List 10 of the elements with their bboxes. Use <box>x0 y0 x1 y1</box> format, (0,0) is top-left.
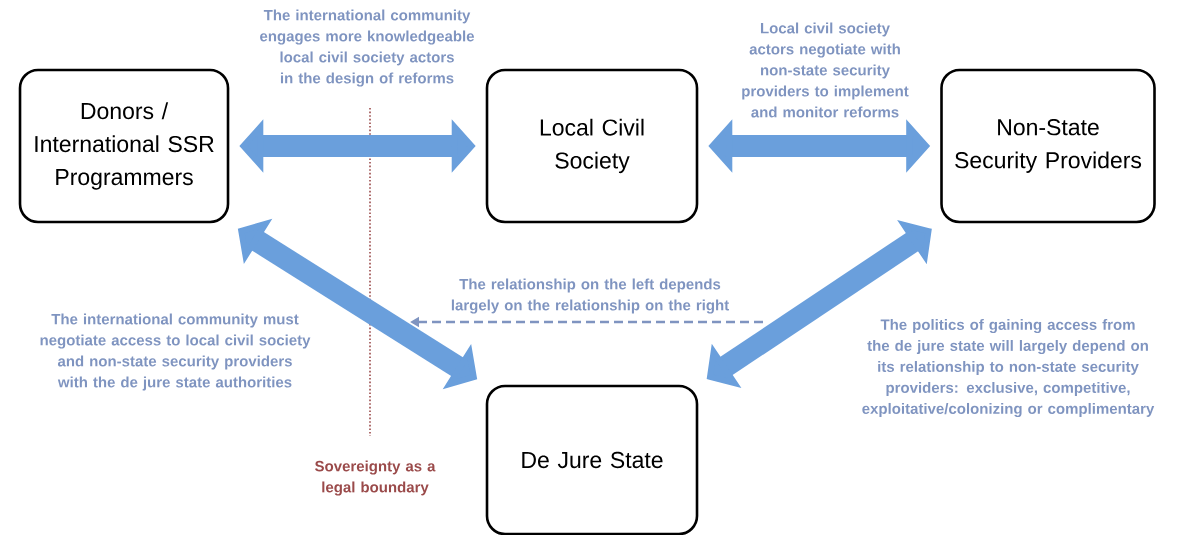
note-text: Sovereignty as a legal boundary <box>315 460 436 496</box>
edge-label: The international community engages more knowledgeable local civil society actors in the design of reforms <box>260 9 474 87</box>
edge-label: The international community must negotiate access to local civil society and non-state security providers with the de jure state authorities <box>40 313 311 391</box>
entity-box: Donors / International SSR Programmers <box>18 68 230 224</box>
entity-box: De Jure State <box>485 384 699 535</box>
entity-box: Local Civil Society <box>485 68 699 224</box>
edge-label: The politics of gaining access from the de jure state will largely depend on its relationship to non-state security providers: exclusive, competitive, exploitative/colonizing or complimentary <box>862 318 1155 417</box>
entity-box: Non-State Security Providers <box>940 68 1156 224</box>
edge-label: Local civil society actors negotiate with non-state security providers to implement and monitor reforms <box>742 22 909 118</box>
note-text: The relationship on the left depends largely on the relationship on the right <box>451 278 729 314</box>
